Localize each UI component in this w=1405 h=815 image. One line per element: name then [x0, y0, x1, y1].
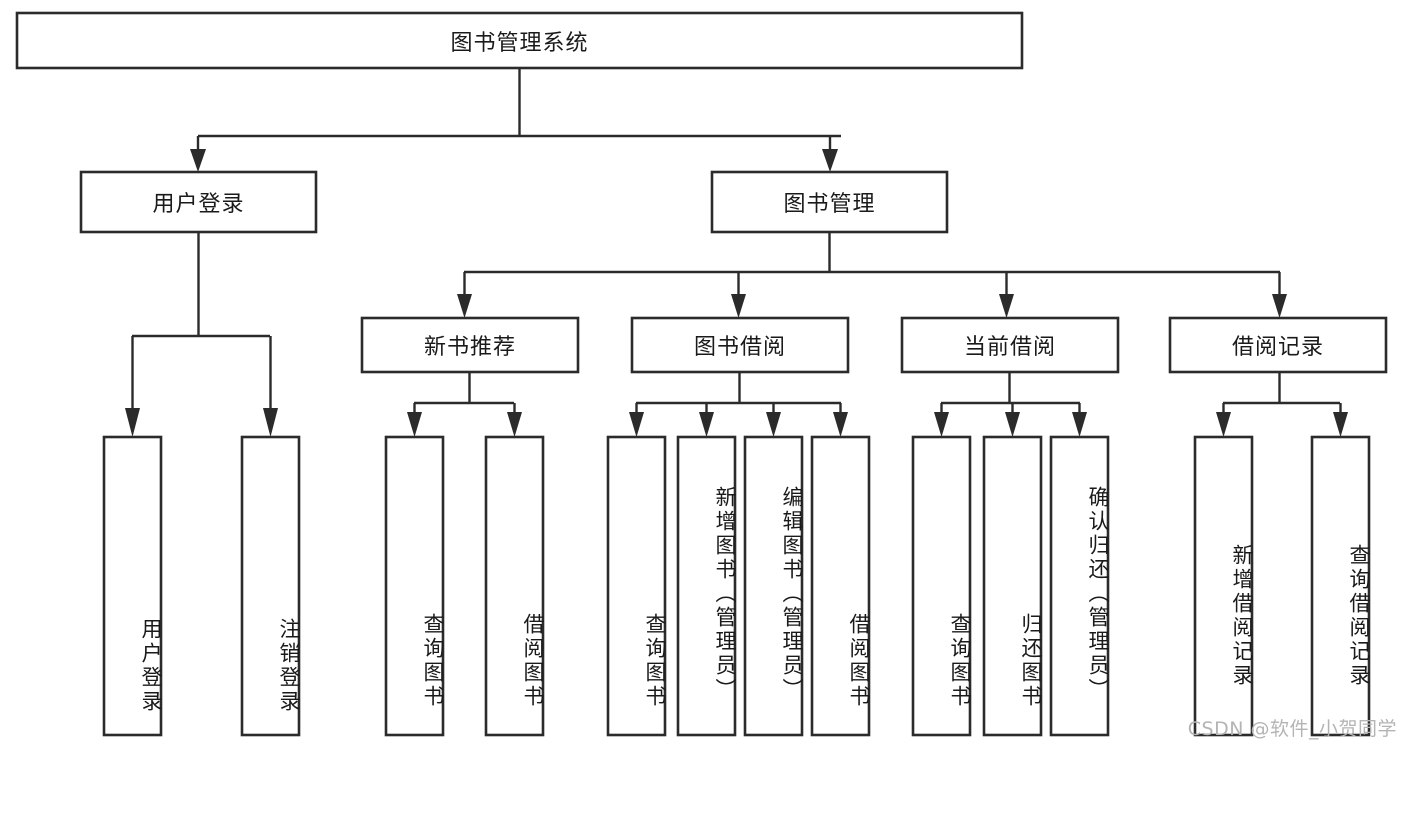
leaf-box-borrow-book-rec[interactable] [484, 435, 545, 737]
arrow-borrow-leaf-3 [766, 412, 781, 437]
arrow-user-login-leaf-2 [263, 408, 278, 437]
leaf-box-query-book-rec[interactable] [384, 435, 445, 737]
edge-group-new-book [407, 372, 522, 437]
csdn-watermark: CSDN @软件_小贺同学 [1187, 718, 1397, 740]
edge-group-user-login [125, 232, 278, 437]
node-box-new-book-recommend[interactable] [360, 316, 580, 374]
node-box-root[interactable] [15, 11, 1024, 70]
arrow-borrow-leaf-1 [629, 412, 644, 437]
node-box-book-manage[interactable] [710, 170, 949, 234]
leaf-box-confirm-return-admin[interactable] [1049, 435, 1110, 737]
arrow-user-login-leaf-1 [125, 408, 140, 437]
arrow-current-leaf-2 [1005, 412, 1020, 437]
leaf-box-return-book[interactable] [982, 435, 1043, 737]
arrow-book-manage-to-record [1272, 294, 1287, 318]
edge-group-root [190, 68, 841, 172]
edge-group-borrow [629, 372, 848, 437]
node-box-book-borrow[interactable] [630, 316, 850, 374]
node-box-borrow-record[interactable] [1168, 316, 1388, 374]
node-box-user-login[interactable] [79, 170, 318, 234]
leaf-box-edit-book-admin[interactable] [743, 435, 804, 737]
arrow-new-book-leaf-1 [407, 412, 422, 437]
leaf-box-add-borrow-record[interactable] [1193, 435, 1254, 737]
edge-group-record [1216, 372, 1348, 437]
leaf-box-query-book-borrow[interactable] [606, 435, 667, 737]
arrow-new-book-leaf-2 [507, 412, 522, 437]
edge-group-book-manage [457, 232, 1287, 318]
arrow-borrow-leaf-2 [699, 412, 714, 437]
node-box-current-borrow[interactable] [900, 316, 1120, 374]
leaf-box-query-book-current[interactable] [911, 435, 972, 737]
arrow-current-leaf-3 [1072, 412, 1087, 437]
arrow-current-leaf-1 [934, 412, 949, 437]
arrow-borrow-leaf-4 [833, 412, 848, 437]
arrow-book-manage-to-new-book [457, 294, 472, 318]
arrow-record-leaf-1 [1216, 412, 1231, 437]
leaf-box-user-login[interactable] [102, 435, 163, 737]
leaf-box-logout[interactable] [240, 435, 301, 737]
leaf-box-add-book-admin[interactable] [676, 435, 737, 737]
arrow-record-leaf-2 [1333, 412, 1348, 437]
tree-diagram-svg [15, 11, 1388, 737]
arrow-book-manage-to-borrow [731, 294, 746, 318]
leaf-box-borrow-book[interactable] [810, 435, 871, 737]
edge-group-current [934, 372, 1087, 437]
diagram-canvas: 图书管理系统 用户登录 图书管理 新书推荐 图书借阅 当前借阅 借阅记录 用户登… [15, 11, 1397, 740]
leaf-box-query-borrow-record[interactable] [1310, 435, 1371, 737]
arrow-book-manage-to-current [999, 294, 1014, 318]
arrow-root-to-book-manage [822, 149, 838, 172]
arrow-root-to-user-login [190, 149, 206, 172]
